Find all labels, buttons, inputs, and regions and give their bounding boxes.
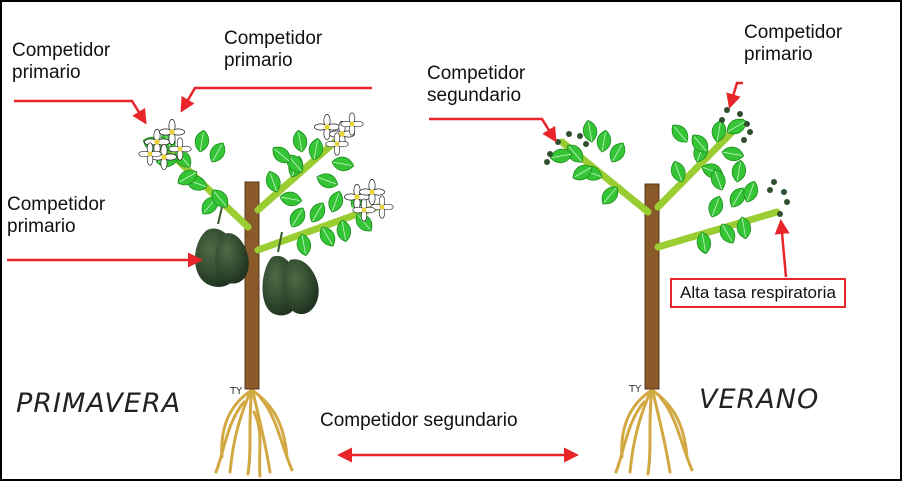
label-text-line1: Competidor (744, 22, 843, 43)
label-left-primary-top: Competidor primario (12, 40, 110, 84)
annotation-arrows (7, 81, 790, 463)
label-text-line1: Competidor (7, 194, 106, 215)
label-right-primary: Competidor primario (744, 22, 842, 66)
right-graft-mark: TY (628, 384, 642, 395)
label-bottom-center: Competidor segundario (320, 410, 518, 431)
right-roots (614, 385, 694, 476)
season-right: VERANO (699, 384, 820, 415)
left-roots (214, 385, 294, 478)
label-text-line2: primario (12, 62, 81, 83)
label-text-line1: Competidor (427, 63, 526, 84)
label-left-primary-mid: Competidor primario (7, 194, 105, 238)
left-tree: TY (138, 112, 394, 478)
left-trunk (244, 181, 260, 390)
right-trunk (644, 183, 660, 390)
label-respiration-box: Alta tasa respiratoria (670, 278, 846, 308)
arrow-respiration (774, 219, 790, 278)
label-text-line2: primario (7, 216, 76, 237)
label-text-line2: primario (744, 44, 813, 65)
label-right-secondary: Competidor segundario (427, 63, 525, 107)
right-tree: TY (544, 107, 790, 476)
season-left: PRIMAVERA (16, 388, 182, 419)
label-left-primary-top2: Competidor primario (224, 28, 322, 72)
left-graft-mark: TY (229, 386, 243, 397)
arrow-right-primary (726, 81, 743, 109)
arrow-left-primary-top2 (180, 86, 372, 113)
arrow-right-secondary (429, 117, 557, 143)
left-fruits (194, 206, 319, 316)
label-text-line1: Competidor (224, 28, 323, 49)
label-text-line1: Competidor (12, 40, 111, 61)
label-text-line2: primario (224, 50, 293, 71)
label-text-line2: segundario (427, 85, 522, 106)
arrow-left-primary-top (14, 99, 147, 125)
